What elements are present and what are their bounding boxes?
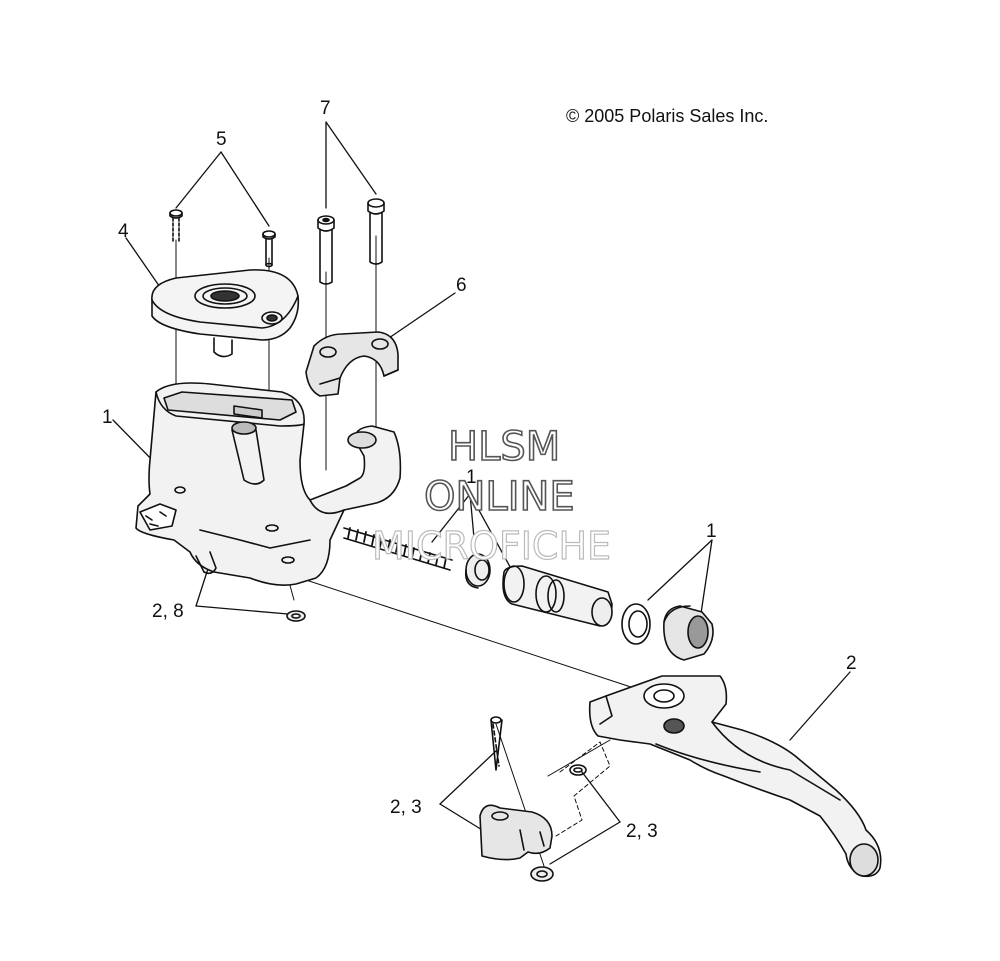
bolt-7-right	[368, 199, 384, 264]
pivot-pin	[491, 717, 502, 770]
watermark-line-2: ONLINE	[423, 473, 575, 521]
screw-5-left	[170, 210, 182, 242]
dust-boot	[664, 606, 713, 660]
watermark-line-1: HLSM	[447, 423, 561, 471]
callout-7: 7	[320, 98, 331, 119]
piston	[503, 566, 612, 626]
reservoir-cover	[152, 270, 298, 357]
callout-1-right: 1	[706, 521, 717, 542]
brake-lever	[590, 676, 881, 876]
snap-ring	[531, 867, 553, 881]
copyright-notice: © 2005 Polaris Sales Inc.	[566, 106, 769, 126]
screw-5-right	[263, 231, 275, 267]
callout-2-3-right: 2, 3	[626, 821, 658, 842]
bolt-7-left	[318, 216, 334, 284]
spring	[344, 528, 452, 570]
callout-2-3-left: 2, 3	[390, 797, 422, 818]
callout-5: 5	[216, 129, 227, 150]
cup-seal	[466, 554, 490, 588]
washer	[622, 604, 650, 644]
callout-1-center: 1	[466, 467, 477, 488]
washer-2-8	[287, 611, 305, 621]
retaining-clip	[570, 765, 586, 775]
callout-4: 4	[118, 221, 129, 242]
master-cylinder-body	[136, 383, 400, 585]
pivot-bracket	[480, 805, 552, 859]
callout-2-lever: 2	[846, 653, 857, 674]
callout-1-reservoir: 1	[102, 407, 113, 428]
dashed-guide	[556, 742, 610, 836]
callout-6: 6	[456, 275, 467, 296]
callout-2-8: 2, 8	[152, 601, 184, 622]
watermark-line-3: MICROFICHE	[371, 523, 612, 568]
handlebar-clamp-top	[306, 332, 398, 396]
